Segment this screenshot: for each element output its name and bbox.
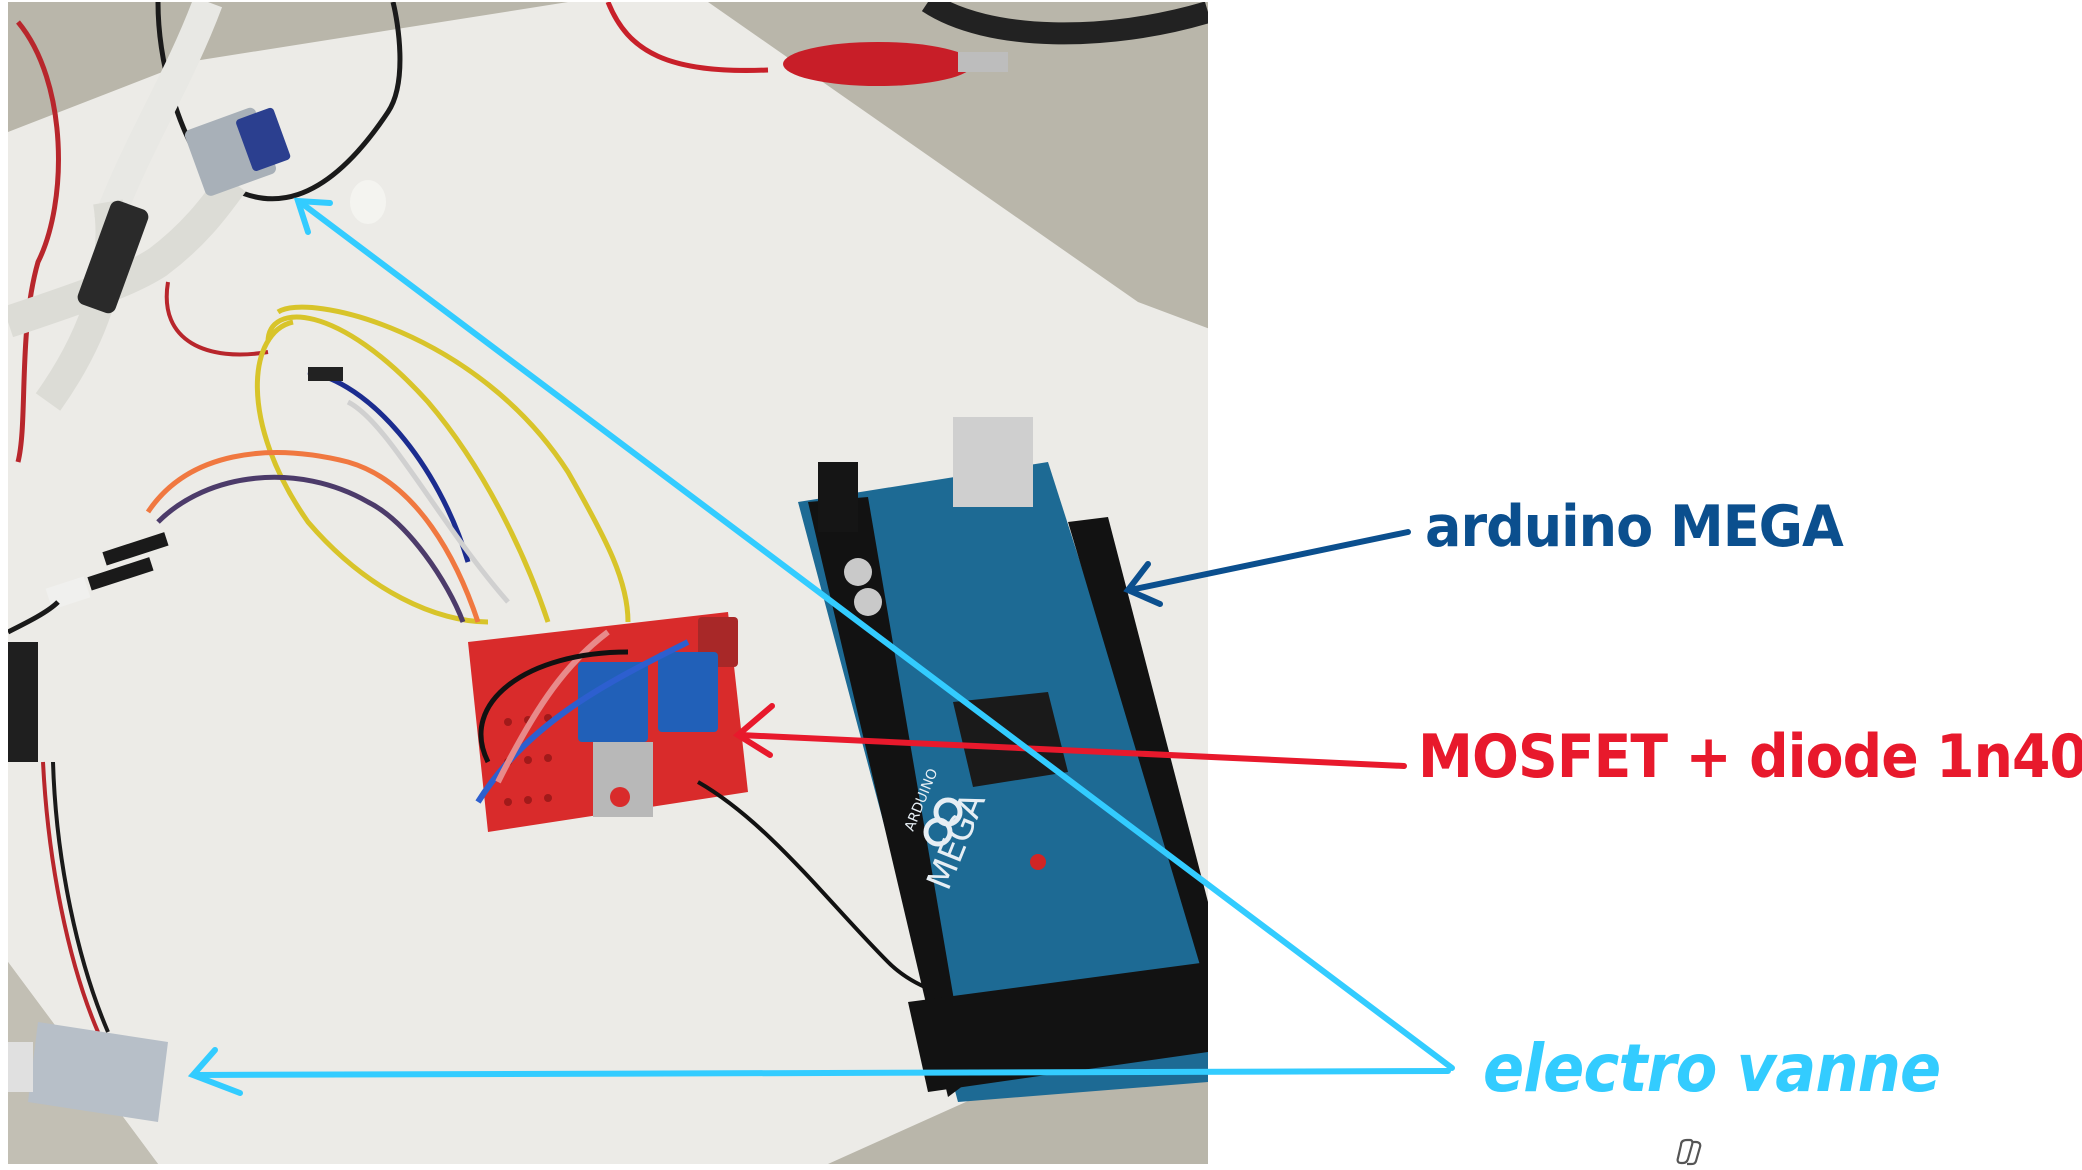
alligator-clip-tip — [958, 52, 1008, 72]
reset-button — [1030, 854, 1046, 870]
mosfet-diode-label: MOSFET + diode 1n4007 — [1418, 722, 2082, 792]
red-wire — [164, 281, 269, 357]
black-cable — [921, 2, 1208, 45]
dc-jack — [818, 462, 858, 532]
copilot-logo-icon[interactable] — [1675, 1137, 1707, 1167]
terminal-block — [658, 652, 718, 732]
red-wire-left — [15, 20, 61, 463]
photo-illustration: MEGA ARDUINO — [8, 2, 1208, 1164]
jumper-header — [102, 532, 169, 566]
alligator-clip — [783, 42, 973, 86]
air-tube — [8, 172, 246, 338]
mosfet-terminal-block — [578, 662, 648, 742]
black-wire — [8, 600, 60, 635]
setup-photo: MEGA ARDUINO — [8, 2, 1208, 1164]
solenoid-valve-bottom — [8, 761, 168, 1122]
jumper-header — [87, 557, 154, 591]
tube-connector — [77, 200, 149, 314]
electrovanne-label: electro vanne — [1483, 1030, 1941, 1107]
jumper-header — [308, 367, 343, 381]
arduino-mega-label: arduino MEGA — [1425, 493, 1844, 560]
plastic-cap — [350, 180, 386, 224]
air-tube — [93, 2, 223, 228]
atmega-chip — [953, 692, 1068, 787]
solenoid-valve-top — [184, 107, 291, 196]
red-wire — [605, 2, 769, 73]
usb-connector — [953, 417, 1033, 507]
dark-object — [8, 642, 38, 762]
